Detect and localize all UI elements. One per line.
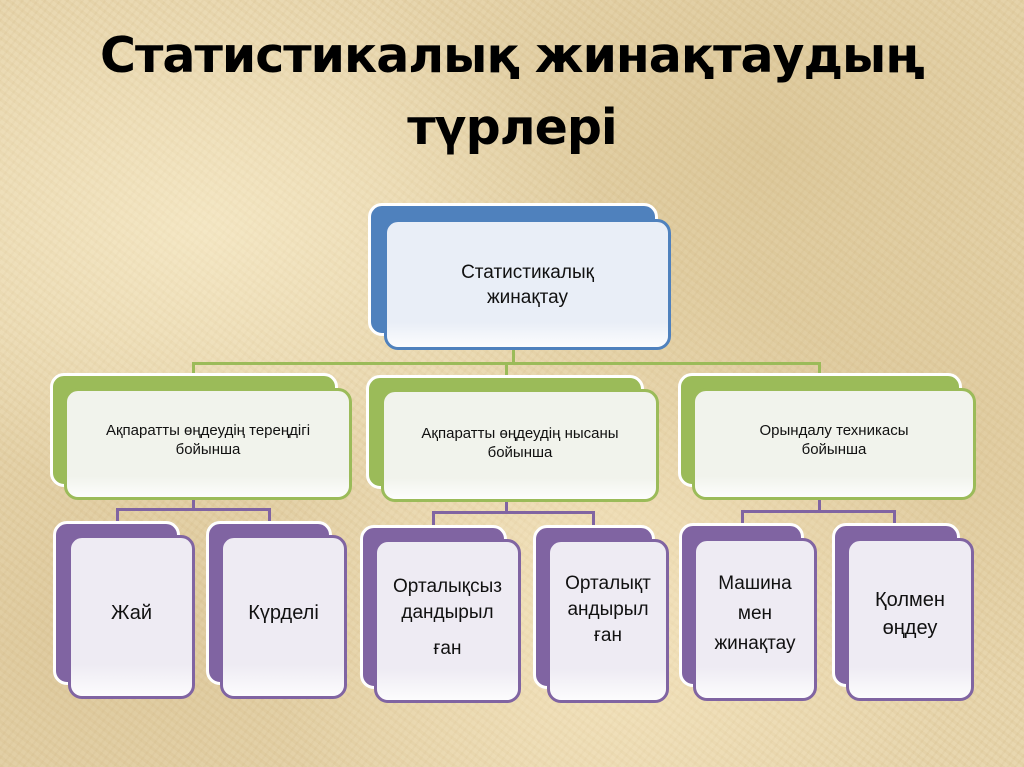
connector-cat2-horizontal bbox=[432, 511, 595, 514]
connector-leaf2-drop bbox=[268, 508, 271, 523]
leaf-node-machine: Машина мен жинақтау bbox=[693, 538, 817, 701]
category-label-line-1: Орындалу техникасы bbox=[759, 422, 909, 439]
category-label-line-1: Ақпаратты өңдеудің тереңдігі bbox=[105, 422, 311, 439]
leaf-label-line-2: мен bbox=[737, 602, 773, 624]
leaf-label-line-3: ған bbox=[594, 625, 622, 646]
category-label-line-2: бойынша bbox=[175, 441, 241, 458]
connector-cat1-vertical bbox=[192, 498, 195, 510]
category-node-technique: Орындалу техникасы бойынша bbox=[692, 388, 976, 500]
leaf-node-manual: Қолмен өңдеу bbox=[846, 538, 974, 701]
leaf-label-line-1: Орталықт bbox=[565, 573, 651, 594]
connector-cat2-vertical bbox=[505, 500, 508, 513]
category-label-line-2: бойынша bbox=[801, 441, 867, 458]
leaf-node-decentralized: Орталықсыз дандырыл ған bbox=[374, 539, 521, 703]
root-node-label-line-2: жинақтау bbox=[486, 286, 569, 308]
category-node-form: Ақпаратты өңдеудің нысаны бойынша bbox=[381, 389, 659, 502]
connector-root-vertical bbox=[512, 348, 515, 364]
category-node-depth: Ақпаратты өңдеудің тереңдігі бойынша bbox=[64, 388, 352, 500]
connector-cat1-horizontal bbox=[116, 508, 271, 511]
leaf-label-line-2: өңдеу bbox=[882, 616, 938, 639]
leaf-label-line-1: Орталықсыз bbox=[393, 576, 502, 597]
slide-title-line-2: түрлері bbox=[407, 99, 617, 156]
slide-title: Статистикалық жинақтаудың түрлері bbox=[0, 20, 1024, 164]
leaf-label-line-3: ған bbox=[433, 638, 462, 659]
connector-leaf6-drop bbox=[893, 510, 896, 525]
leaf-label-line-1: Машина bbox=[718, 572, 792, 594]
connector-leaf1-drop bbox=[116, 508, 119, 523]
connector-leaf3-drop bbox=[432, 511, 435, 527]
root-node-label-line-1: Статистикалық bbox=[461, 261, 594, 283]
leaf-node-simple: Жай bbox=[68, 535, 195, 699]
leaf-node-centralized: Орталықт андырыл ған bbox=[547, 539, 669, 703]
leaf-label-line-1: Күрделі bbox=[248, 602, 319, 624]
category-label-line-2: бойынша bbox=[487, 443, 553, 461]
leaf-label-line-3: жинақтау bbox=[714, 632, 796, 654]
connector-leaf5-drop bbox=[741, 510, 744, 525]
connector-cat1-drop bbox=[192, 362, 195, 376]
leaf-label-line-2: андырыл bbox=[567, 599, 649, 620]
connector-cat3-horizontal bbox=[741, 510, 896, 513]
connector-leaf4-drop bbox=[592, 511, 595, 527]
slide-title-line-1: Статистикалық жинақтаудың bbox=[100, 27, 925, 84]
root-node: Статистикалық жинақтау bbox=[384, 219, 671, 350]
leaf-label-line-1: Жай bbox=[111, 602, 152, 624]
category-label-line-1: Ақпаратты өңдеудің нысаны bbox=[421, 424, 619, 442]
connector-cat2-drop bbox=[505, 362, 508, 378]
connector-cat3-drop bbox=[818, 362, 821, 376]
leaf-label-line-1: Қолмен bbox=[875, 588, 945, 611]
connector-cat3-vertical bbox=[818, 498, 821, 512]
leaf-label-line-2: дандырыл bbox=[401, 602, 494, 623]
leaf-node-complex: Күрделі bbox=[220, 535, 347, 699]
